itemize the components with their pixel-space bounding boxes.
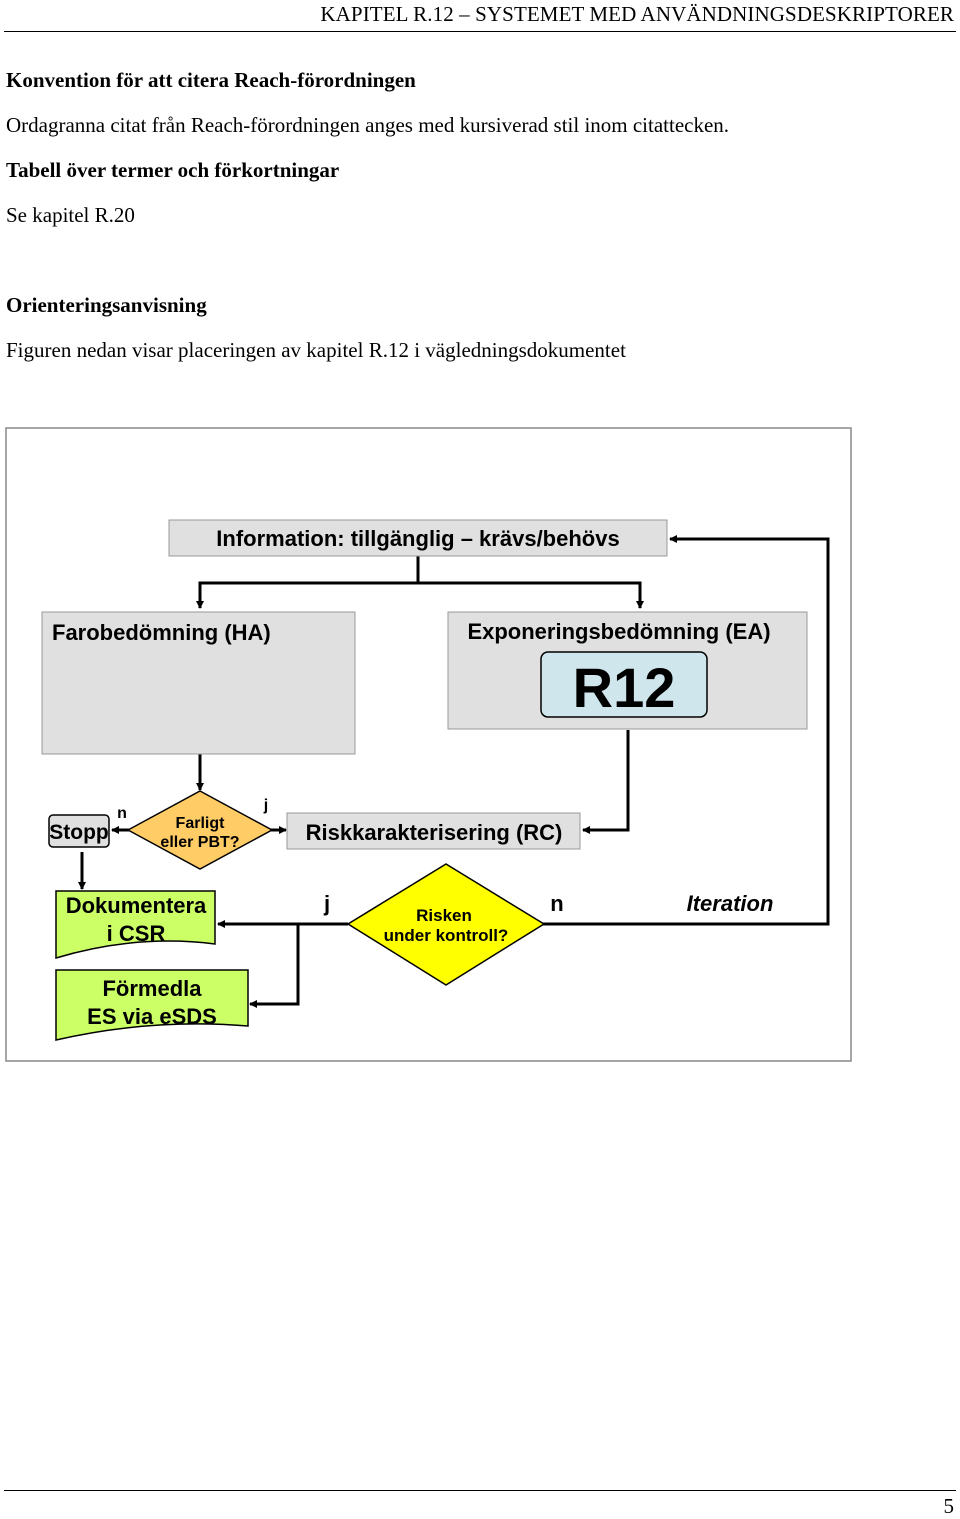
risk-characterisation-box (286, 812, 581, 850)
risk-under-control-diamond (346, 863, 546, 986)
document-line2: i CSR (107, 921, 166, 946)
stop-box (48, 814, 110, 848)
risk-characterisation-label: Riskkarakterisering (RC) (306, 820, 563, 845)
communicate-line2: ES via eSDS (87, 1004, 217, 1029)
page-number: 5 (943, 1494, 955, 1518)
communicate-line1: Förmedla (102, 976, 202, 1001)
dangerous-line2: eller PBT? (160, 834, 239, 851)
r12-label: R12 (573, 656, 676, 719)
iteration-label: Iteration (687, 891, 774, 916)
header-divider (4, 31, 956, 32)
running-header: KAPITEL R.12 – SYSTEMET MED ANVÄNDNINGSD… (320, 2, 954, 26)
risk-line1: Risken (416, 906, 472, 925)
stop-label: Stopp (49, 821, 108, 844)
dangerous-line1: Farligt (176, 815, 226, 832)
no-label-stop: n (117, 805, 127, 822)
orientation-text: Figuren nedan visar placeringen av kapit… (6, 338, 626, 362)
hazard-assessment-label: Farobedömning (HA) (52, 620, 271, 645)
terms-heading: Tabell över termer och förkortningar (6, 158, 340, 182)
dangerous-or-pbt-diamond (126, 790, 274, 870)
exposure-assessment-label: Exponeringsbedömning (EA) (467, 619, 770, 644)
communicate-esds-shape (55, 969, 249, 1041)
information-label: Information: tillgänglig – krävs/behövs (216, 526, 619, 551)
document-line1: Dokumentera (66, 893, 207, 918)
footer-divider (4, 1490, 956, 1491)
no-label-risk: n (550, 891, 563, 916)
citation-text: Ordagranna citat från Reach-förordningen… (6, 113, 730, 137)
yes-label-dangerous: j (263, 797, 268, 814)
document-csr-shape (55, 890, 216, 960)
orientation-heading: Orienteringsanvisning (6, 293, 207, 317)
terms-text: Se kapitel R.20 (6, 203, 135, 227)
hazard-assessment-box (41, 611, 356, 755)
information-box (168, 519, 668, 557)
r12-badge (540, 651, 708, 718)
yes-label-risk: j (323, 891, 330, 916)
citation-heading: Konvention för att citera Reach-förordni… (6, 68, 416, 92)
risk-line2: under kontroll? (384, 926, 509, 945)
